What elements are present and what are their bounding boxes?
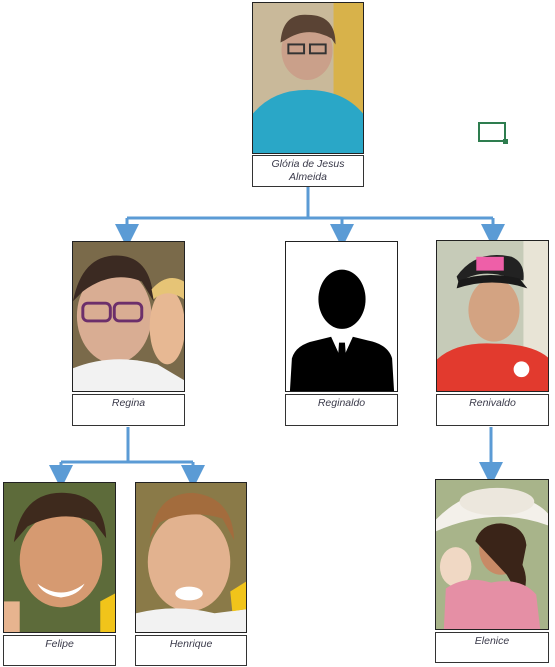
regina-name-box: Regina	[72, 394, 185, 426]
gloria-name-box: Glória de Jesus Almeida	[252, 155, 364, 187]
regina-photo	[72, 241, 185, 392]
renivaldo-photo	[436, 240, 549, 392]
felipe-name: Felipe	[45, 638, 74, 650]
henrique-photo	[135, 482, 247, 633]
gloria-name-line1: Glória de Jesus	[271, 158, 345, 170]
renivaldo-name: Renivaldo	[469, 397, 516, 409]
felipe-photo	[3, 482, 116, 633]
reginaldo-photo	[285, 241, 398, 392]
henrique-name: Henrique	[169, 638, 213, 650]
felipe-name-box: Felipe	[3, 635, 116, 666]
henrique-name-box: Henrique	[135, 635, 247, 666]
gloria-name-line2: Almeida	[289, 171, 327, 183]
selection-handle[interactable]	[478, 122, 508, 144]
resize-handle-dot[interactable]	[503, 139, 508, 144]
elenice-name-box: Elenice	[435, 632, 549, 663]
reginaldo-name: Reginaldo	[317, 397, 366, 409]
regina-name: Regina	[111, 397, 146, 409]
renivaldo-name-box: Renivaldo	[436, 394, 549, 426]
elenice-photo	[435, 479, 549, 630]
elenice-name: Elenice	[474, 635, 510, 647]
reginaldo-name-box: Reginaldo	[285, 394, 398, 426]
gloria-photo	[252, 2, 364, 154]
